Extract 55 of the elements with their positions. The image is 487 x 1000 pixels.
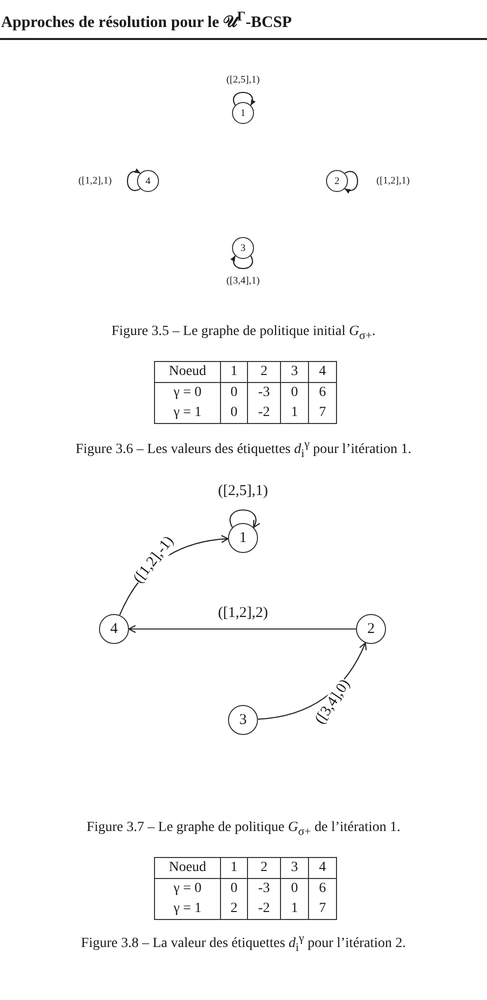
page-header: Approches de résolution pour le 𝒰$^{Γ}$-BCSP	[1, 13, 292, 33]
edge-label: ([1,2],1)	[376, 176, 410, 186]
column-header: 3	[280, 362, 308, 382]
table-cell: 7	[308, 403, 336, 424]
column-header: 2	[248, 858, 280, 878]
graph-node: 3	[232, 237, 254, 259]
row-header: γ = 1	[154, 899, 220, 920]
arrow	[128, 624, 356, 634]
column-header: Noeud	[154, 362, 220, 382]
graph-node: 1	[232, 102, 254, 124]
edge-label: ([2,5],1)	[226, 74, 260, 86]
table-cell: 1	[280, 899, 308, 920]
row-header: γ = 0	[154, 878, 220, 899]
table-cell: 0	[220, 878, 248, 899]
table-cell: 0	[220, 382, 248, 403]
figure-caption: Figure 3.8 – La valeur des étiquettes d$_{i}$$^{γ}$ pour l’itération 2.	[81, 935, 406, 953]
table-cell: 6	[308, 878, 336, 899]
table-cell: -2	[248, 403, 280, 424]
edge-label: ([1,2],1)	[78, 176, 112, 186]
edge-label: ([1,2],2)	[218, 604, 268, 622]
figure-caption: Figure 3.7 – Le graphe de politique G$_{σ+}$ de l’itération 1.	[86, 819, 400, 837]
self-loop-arrow	[233, 92, 256, 106]
table-cell: 6	[308, 382, 336, 403]
figure-caption: Figure 3.6 – Les valeurs des étiquettes d$_{i}$$^{γ}$ pour l’itération 1.	[76, 441, 412, 459]
self-loop-arrow	[126, 168, 141, 191]
graph-node: 2	[356, 614, 386, 644]
self-loop-arrow	[230, 510, 260, 528]
table-cell: -3	[248, 878, 280, 899]
graph-node: 4	[137, 170, 159, 192]
edge-label: ([3,4],1)	[226, 276, 260, 286]
table-cell: 2	[220, 899, 248, 920]
column-header: 2	[248, 362, 280, 382]
table-cell: 0	[280, 878, 308, 899]
row-header: γ = 0	[154, 382, 220, 403]
table-cell: 0	[280, 382, 308, 403]
column-header: 4	[308, 362, 336, 382]
table-cell: 0	[220, 403, 248, 424]
column-header: 4	[308, 858, 336, 878]
table-cell: 1	[280, 403, 308, 424]
column-header: 1	[220, 858, 248, 878]
self-loop-arrow	[344, 171, 358, 194]
self-loop-arrow	[230, 255, 253, 270]
graph-node: 2	[326, 170, 348, 192]
graph-node: 4	[99, 614, 129, 644]
row-header: γ = 1	[154, 403, 220, 424]
table-cell: -3	[248, 382, 280, 403]
table-cell: -2	[248, 899, 280, 920]
column-header: 1	[220, 362, 248, 382]
table-cell: 7	[308, 899, 336, 920]
edge-label: ([2,5],1)	[218, 482, 268, 500]
graph-node: 3	[228, 705, 258, 735]
column-header: 3	[280, 858, 308, 878]
graph-node: 1	[228, 523, 258, 553]
figure-caption: Figure 3.5 – Le graphe de politique initial G$_{σ+}$.	[111, 323, 376, 341]
column-header: Noeud	[154, 858, 220, 878]
